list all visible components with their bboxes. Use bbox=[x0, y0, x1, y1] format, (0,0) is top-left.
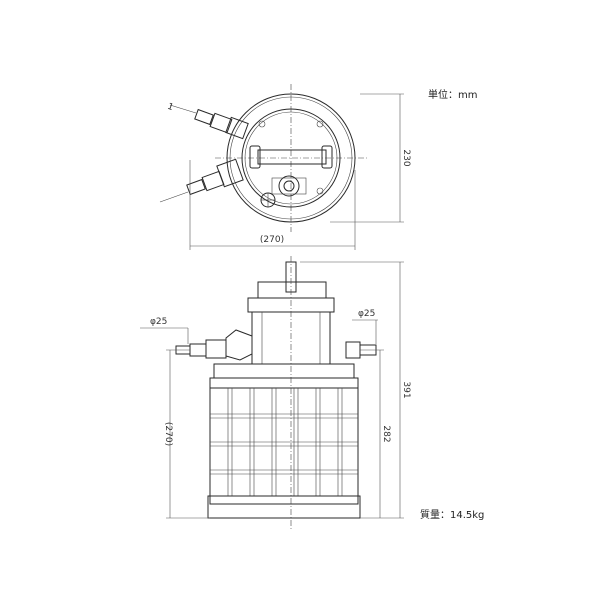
top-bolt-1 bbox=[258, 120, 266, 128]
top-lower-outlet bbox=[159, 158, 244, 203]
front-handle-post bbox=[285, 261, 297, 293]
top-cable-gland bbox=[278, 175, 300, 197]
top-height-dim-label: 230 bbox=[401, 149, 411, 166]
front-left-discharge bbox=[175, 329, 253, 361]
front-view: φ25 φ25 391 282 (270) bbox=[140, 256, 411, 530]
strainer-height-dim-label: 282 bbox=[381, 425, 391, 442]
front-strainer-grid bbox=[210, 388, 358, 496]
top-view: 1 230 (270) bbox=[159, 84, 411, 250]
total-height-dim-label: 391 bbox=[401, 381, 411, 398]
top-handle-right bbox=[321, 145, 333, 169]
svg-text:1: 1 bbox=[166, 102, 175, 113]
left-pipe-dia-label: φ25 bbox=[150, 317, 167, 327]
right-pipe-dia-label: φ25 bbox=[358, 309, 375, 319]
top-bolt-2 bbox=[316, 120, 324, 128]
front-flange bbox=[213, 363, 355, 379]
front-side-lugs bbox=[247, 297, 335, 313]
top-gland-block bbox=[271, 177, 307, 195]
left-height-dim-label: (270) bbox=[163, 422, 173, 446]
top-cable-gland-inner bbox=[283, 180, 295, 192]
unit-note: 単位：mm bbox=[428, 88, 477, 101]
front-flange-lower bbox=[209, 377, 359, 389]
top-width-dim-label: (270) bbox=[260, 235, 284, 245]
front-top-cap bbox=[257, 281, 327, 299]
top-handle-left bbox=[249, 145, 261, 169]
top-bolt-3 bbox=[316, 187, 324, 195]
top-handle-bar bbox=[257, 149, 327, 165]
top-upper-outlet: 1 bbox=[166, 102, 249, 140]
front-base bbox=[207, 495, 361, 519]
weight-note: 質量：14.5kg bbox=[420, 508, 484, 521]
